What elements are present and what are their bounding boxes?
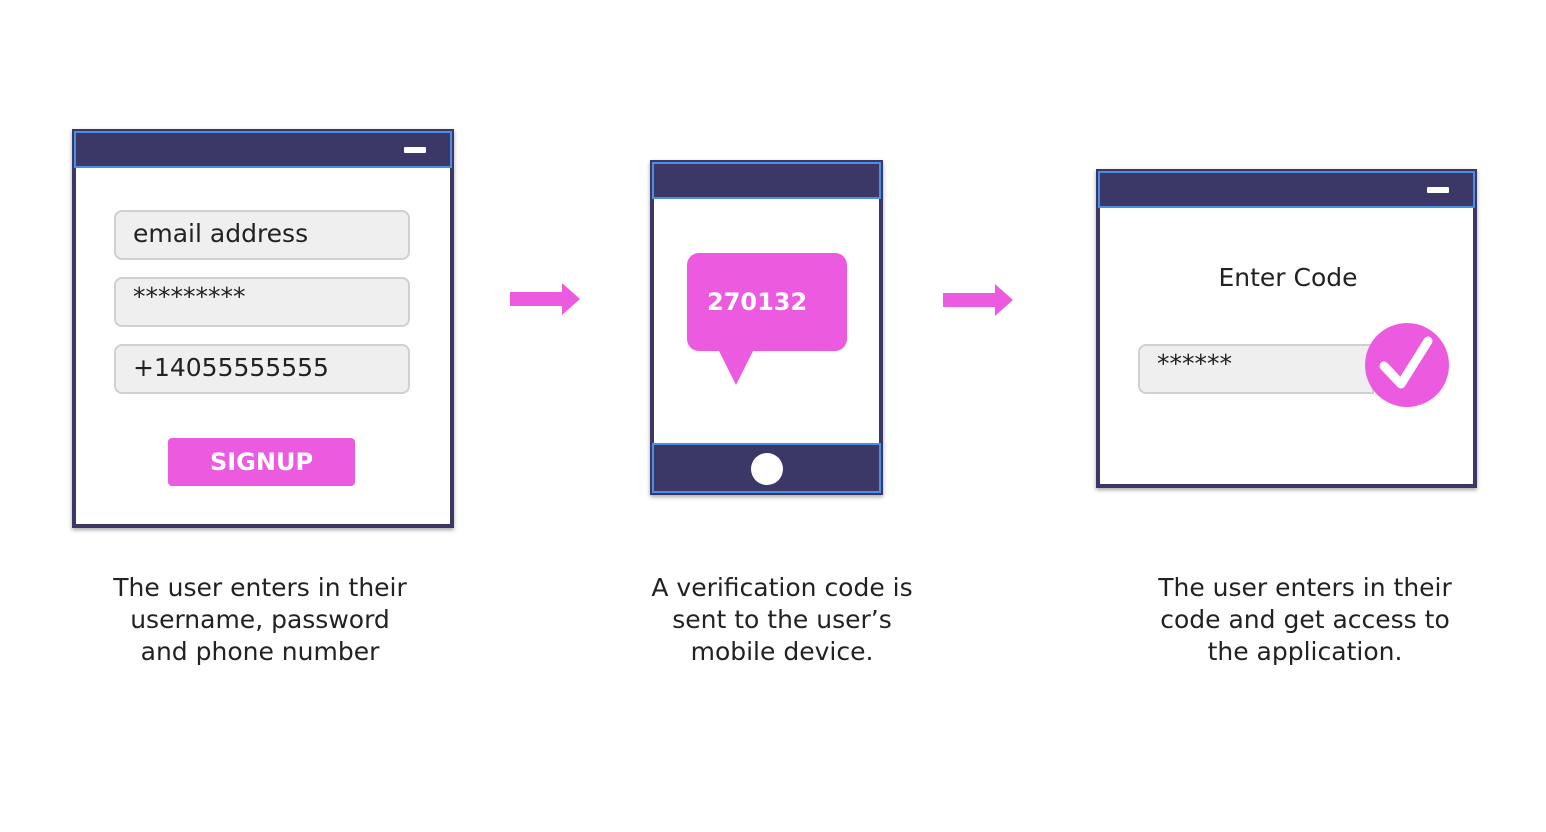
- caption-line: sent to the user’s: [672, 605, 892, 634]
- caption-line: The user enters in their: [1158, 573, 1452, 602]
- caption-line: The user enters in their: [113, 573, 407, 602]
- caption-line: the application.: [1207, 637, 1403, 666]
- signup-window-titlebar: [74, 131, 452, 168]
- step1-caption: The user enters in their username, passw…: [60, 572, 460, 668]
- enter-code-window-titlebar: [1098, 171, 1475, 208]
- verification-code: 270132: [707, 288, 808, 316]
- signup-window: email address ********* +14055555555 SIG…: [72, 129, 454, 528]
- arrow-right-icon: [510, 283, 580, 315]
- enter-code-heading: Enter Code: [1218, 263, 1358, 292]
- password-field[interactable]: *********: [114, 277, 410, 327]
- phone-device: 270132: [650, 160, 883, 495]
- arrow-right-icon: [943, 284, 1013, 316]
- phone-field[interactable]: +14055555555: [114, 344, 410, 394]
- minimize-icon[interactable]: [404, 147, 426, 153]
- speech-bubble-tail: [718, 349, 754, 385]
- step2-caption: A verification code is sent to the user’…: [582, 572, 982, 668]
- phone-top-bar: [652, 162, 881, 199]
- caption-line: and phone number: [140, 637, 380, 666]
- home-button-icon[interactable]: [751, 453, 783, 485]
- checkmark-icon: [1365, 323, 1449, 407]
- caption-line: mobile device.: [690, 637, 874, 666]
- minimize-icon[interactable]: [1427, 187, 1449, 193]
- step3-caption: The user enters in their code and get ac…: [1105, 572, 1505, 668]
- enter-code-window: Enter Code ******: [1096, 169, 1477, 488]
- caption-line: username, password: [130, 605, 390, 634]
- phone-bottom-bar: [652, 443, 881, 493]
- caption-line: code and get access to: [1160, 605, 1450, 634]
- code-field[interactable]: ******: [1138, 344, 1374, 394]
- email-field[interactable]: email address: [114, 210, 410, 260]
- speech-bubble-icon: 270132: [687, 253, 847, 351]
- caption-line: A verification code is: [651, 573, 913, 602]
- signup-button[interactable]: SIGNUP: [168, 438, 355, 486]
